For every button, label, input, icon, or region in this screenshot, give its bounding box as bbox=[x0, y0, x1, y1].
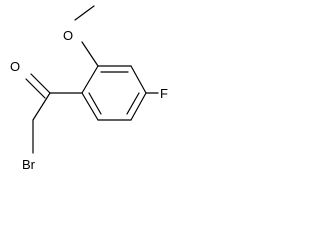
ring-bond-c2-c3 bbox=[130, 65, 147, 94]
ring-double-bond-3 bbox=[88, 92, 102, 115]
carbonyl-double-bond-a bbox=[30, 73, 51, 94]
carbonyl-double-bond-b bbox=[25, 78, 46, 99]
ring-bond-c5-c6 bbox=[81, 92, 99, 121]
fluorine-label: F bbox=[160, 86, 168, 101]
methoxy-oxygen-label: O bbox=[63, 28, 73, 43]
ring-double-bond-2 bbox=[126, 92, 140, 115]
bromine-label: Br bbox=[22, 157, 36, 172]
methyl-bond bbox=[74, 5, 95, 21]
ring-bond-c6-c1 bbox=[81, 65, 99, 94]
ring-bond-c3-c4 bbox=[130, 92, 147, 121]
chemical-structure-diagram: O O F Br bbox=[10, 5, 168, 172]
carbonyl-oxygen-label: O bbox=[10, 59, 20, 74]
ch2-bond bbox=[32, 92, 51, 121]
methoxy-ring-bond bbox=[81, 41, 99, 67]
